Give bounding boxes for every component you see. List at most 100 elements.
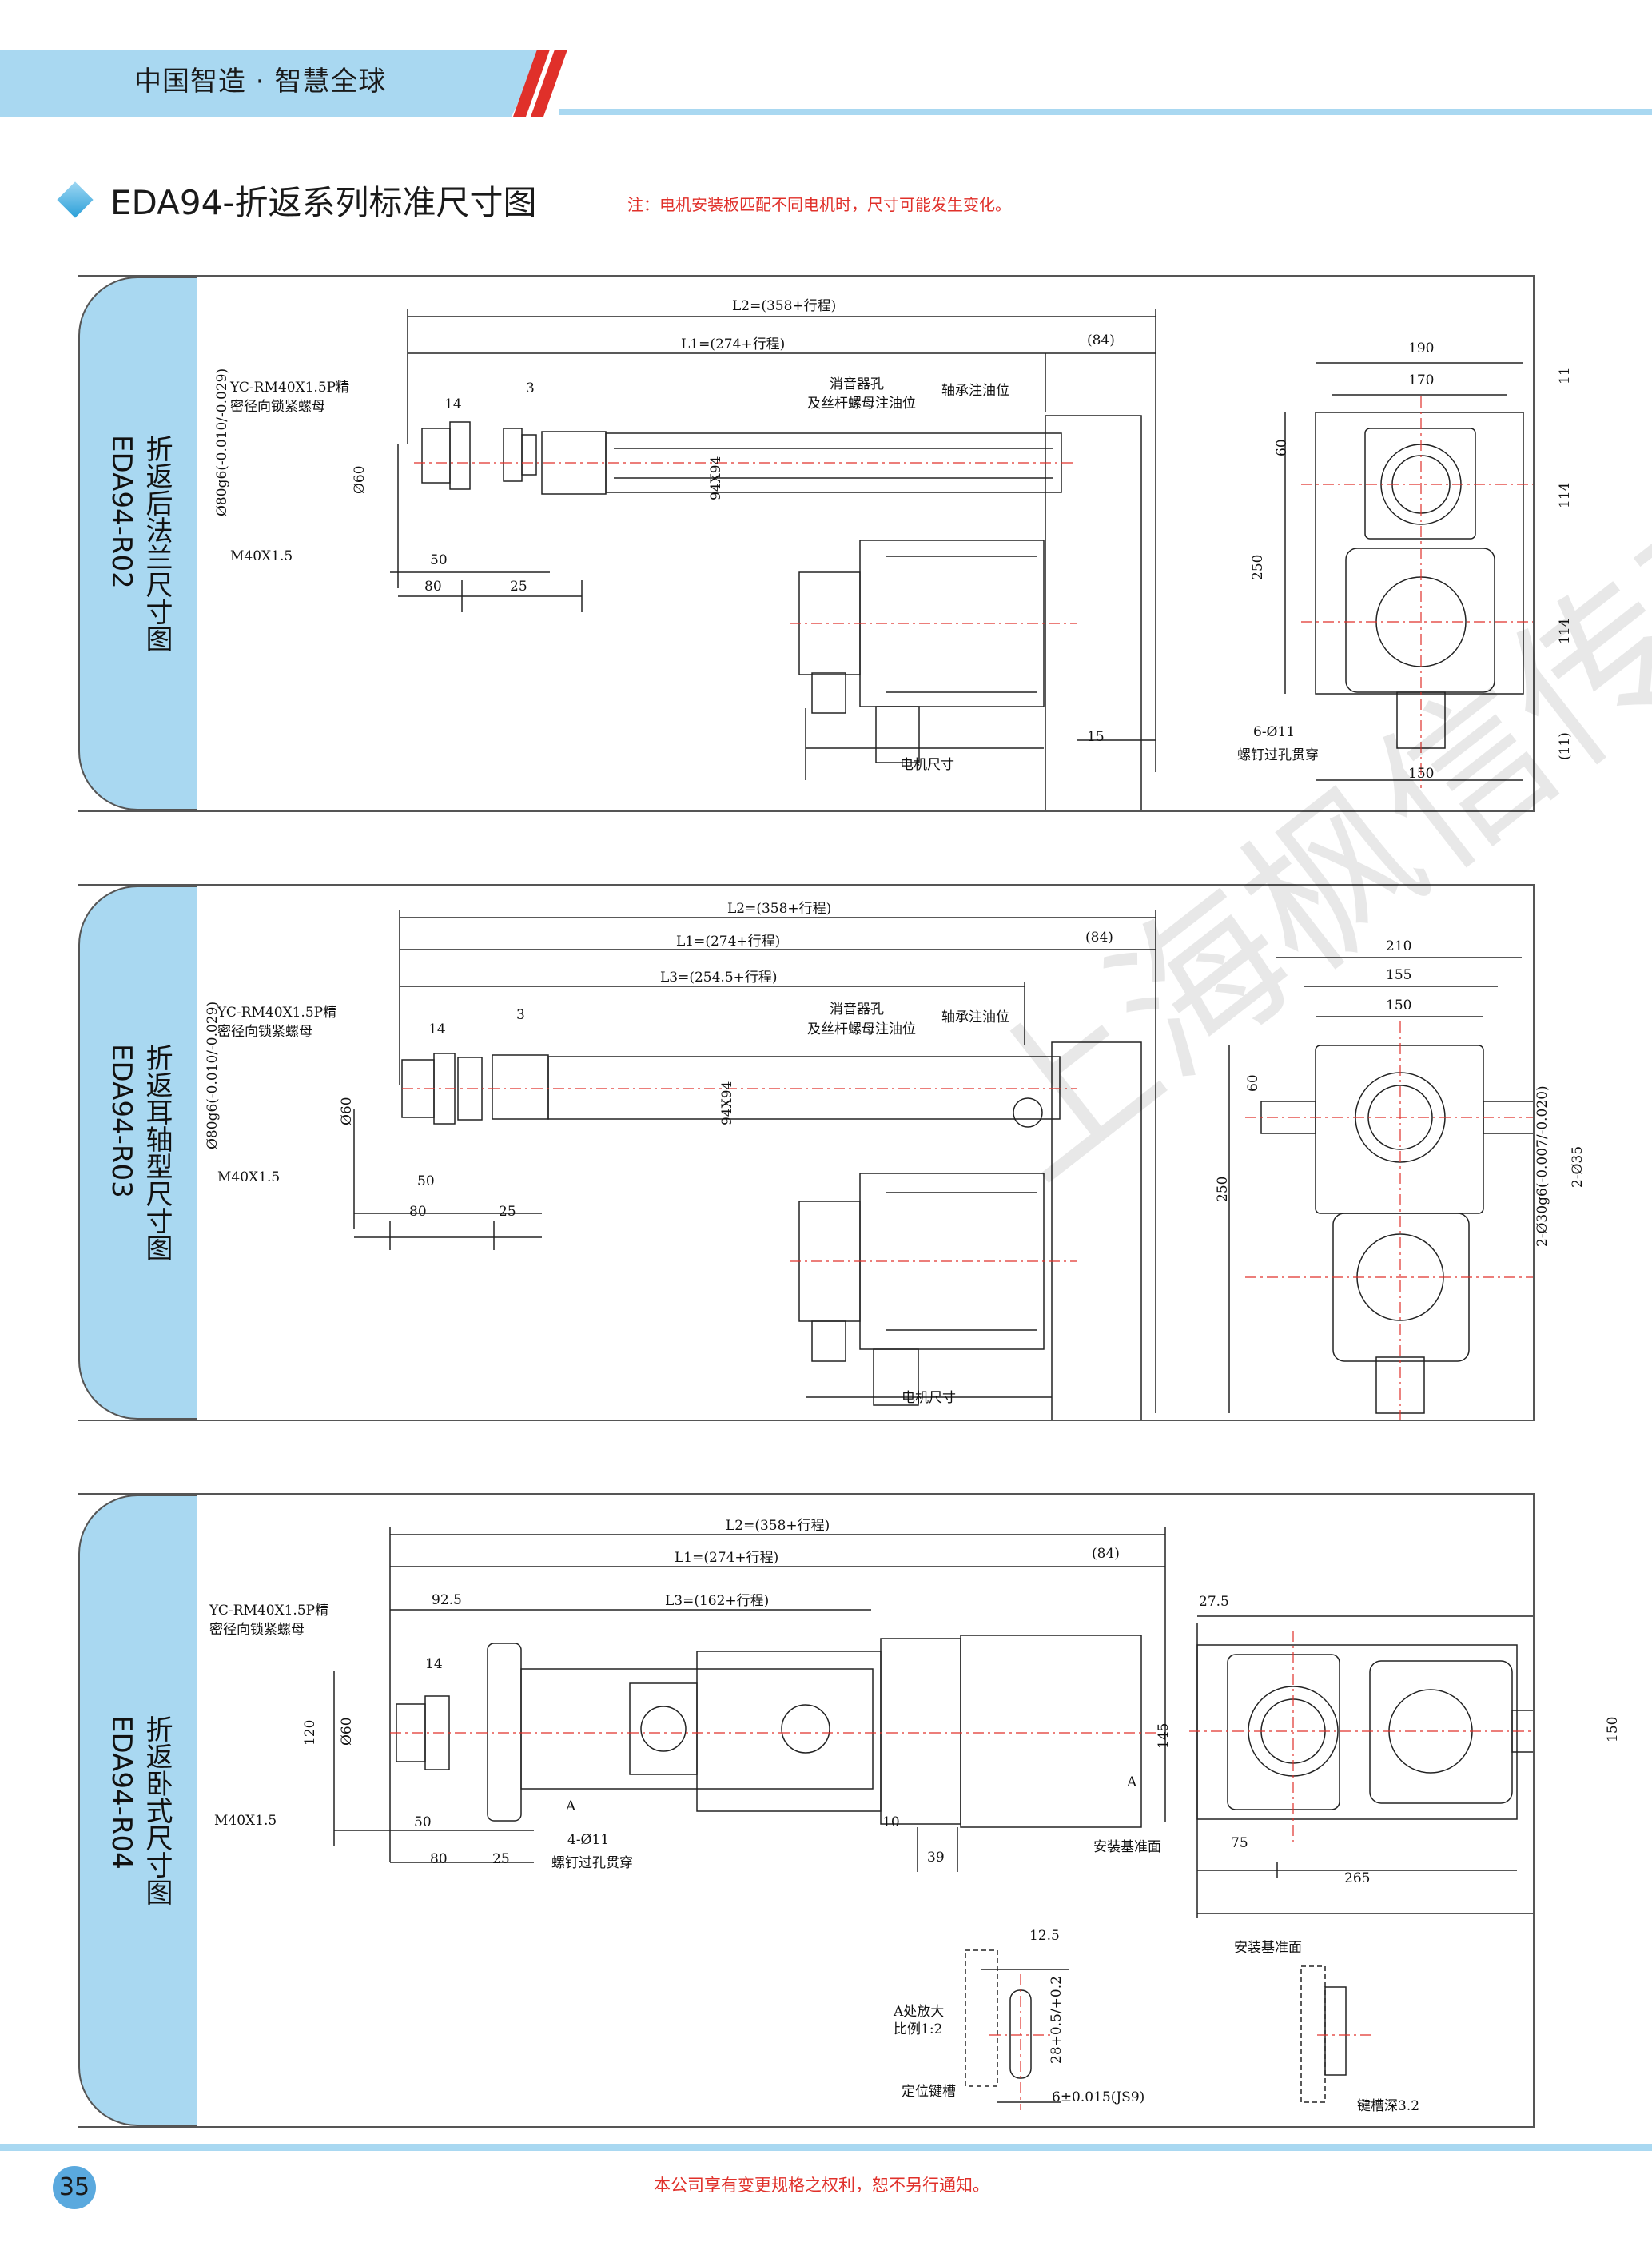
panel-tab-code: EDA94-R03 <box>105 1044 137 1198</box>
dim-label: YC-RM40X1.5P精 <box>209 1603 329 1619</box>
dim-label: 25 <box>492 1851 510 1867</box>
dim-label: L1=(274+行程) <box>681 336 786 352</box>
dim-label: 键槽深3.2 <box>1357 2098 1420 2114</box>
dim-label: 80 <box>430 1851 448 1867</box>
panel-tab-title: 折返卧式尺寸图 <box>141 1715 173 1906</box>
dim-label: M40X1.5 <box>230 548 293 564</box>
dim-label: 14 <box>444 396 462 412</box>
dim-label: 及丝杆螺母注油位 <box>807 396 916 412</box>
dim-label: 3 <box>526 380 535 396</box>
dim-label: 4-Ø11 <box>567 1832 610 1848</box>
dim-label: 150 <box>1386 998 1412 1013</box>
dim-label: 94X94 <box>708 456 724 500</box>
drawing-svg <box>353 910 1533 1420</box>
dim-label: (84) <box>1085 930 1113 946</box>
dim-label: 120 <box>302 1719 318 1746</box>
dim-label: 25 <box>499 1204 516 1220</box>
dim-label: 密径向锁紧螺母 <box>217 1024 312 1040</box>
dim-label: 114 <box>1557 482 1573 508</box>
technical-drawing: L2=(358+行程) L1=(274+行程) (84) 92.5 L3=(16… <box>198 1495 1621 2126</box>
dim-label: L2=(358+行程) <box>726 1518 830 1534</box>
dim-label: L2=(358+行程) <box>732 298 837 314</box>
dim-label: 2-Ø35 <box>1570 1145 1586 1188</box>
dim-label: 螺钉过孔贯穿 <box>1237 747 1319 763</box>
dim-label: 定位键槽 <box>902 2084 956 2100</box>
technical-drawing: L2=(358+行程) L1=(274+行程) (84) YC-RM40X1.5… <box>198 277 1573 810</box>
panel-tab-code: EDA94-R02 <box>105 435 137 589</box>
dim-label: A处放大 <box>894 2004 945 2020</box>
dim-label: Ø60 <box>352 465 368 494</box>
dim-label: 27.5 <box>1199 1594 1229 1610</box>
dim-label: L1=(274+行程) <box>676 934 781 950</box>
dim-label: Ø60 <box>339 1097 355 1125</box>
dim-label: 92.5 <box>432 1592 462 1608</box>
dim-label: 28+0.5/+0.2 <box>1049 1976 1065 2064</box>
section-title: EDA94-折返系列标准尺寸图 <box>110 183 537 222</box>
dim-label: 50 <box>417 1173 435 1189</box>
drawing-svg <box>390 309 1533 810</box>
dim-label: 密径向锁紧螺母 <box>230 399 325 415</box>
dim-label: 14 <box>425 1656 443 1672</box>
dim-label: L3=(162+行程) <box>665 1593 770 1609</box>
dim-label: 170 <box>1408 372 1435 388</box>
dim-label: 安装基准面 <box>1234 1940 1302 1956</box>
dim-label: 265 <box>1344 1870 1371 1886</box>
dim-label: YC-RM40X1.5P精 <box>217 1005 337 1021</box>
dim-label: YC-RM40X1.5P精 <box>230 380 350 396</box>
dim-label: 75 <box>1231 1835 1248 1851</box>
dim-label: 安装基准面 <box>1093 1839 1161 1855</box>
dim-label: 3 <box>516 1007 525 1023</box>
dim-label: 轴承注油位 <box>941 1009 1009 1025</box>
dim-label: 消音器孔 <box>830 1002 884 1017</box>
dim-label: 电机尺寸 <box>900 757 954 773</box>
drawing-svg <box>333 1527 1533 2110</box>
dim-label: 及丝杆螺母注油位 <box>807 1021 916 1037</box>
dim-label: 10 <box>882 1814 900 1830</box>
dim-label: 25 <box>510 579 527 595</box>
panel-tab-code: EDA94-R04 <box>105 1715 137 1870</box>
dim-label: 轴承注油位 <box>941 383 1009 399</box>
dim-label: 60 <box>1274 439 1290 456</box>
dim-label: Ø80g6(-0.010/-0.029) <box>214 368 230 516</box>
dim-label: 螺钉过孔贯穿 <box>551 1855 633 1871</box>
dim-label: Ø60 <box>339 1717 355 1746</box>
dim-label: 80 <box>409 1204 427 1220</box>
dim-label: 15 <box>1087 729 1105 745</box>
diamond-icon <box>57 181 94 218</box>
page-number: 35 <box>53 2166 96 2209</box>
dim-label: 2-Ø30g6(-0.007/-0.020) <box>1535 1085 1550 1247</box>
dim-label: 155 <box>1386 967 1412 983</box>
dim-label: 150 <box>1605 1716 1621 1742</box>
dim-label: 94X94 <box>719 1081 735 1125</box>
dim-label: 145 <box>1156 1722 1172 1749</box>
panel-tab-title: 折返后法兰尺寸图 <box>141 435 173 652</box>
dim-label: A <box>1127 1774 1137 1790</box>
section-note: 注：电机安装板匹配不同电机时，尺寸可能发生变化。 <box>627 195 1011 214</box>
dim-label: 14 <box>428 1021 446 1037</box>
dim-label: (84) <box>1092 1546 1120 1562</box>
dim-label: 密径向锁紧螺母 <box>209 1622 305 1638</box>
dim-label: 6-Ø11 <box>1253 724 1296 740</box>
dim-label: 电机尺寸 <box>902 1390 956 1406</box>
dim-label: M40X1.5 <box>217 1169 281 1185</box>
dim-label: M40X1.5 <box>214 1813 277 1829</box>
dim-label: 250 <box>1250 554 1266 580</box>
dim-label: 250 <box>1215 1176 1231 1202</box>
dim-label: A <box>566 1798 576 1814</box>
dim-label: 39 <box>927 1850 945 1866</box>
dim-label: 50 <box>414 1814 432 1830</box>
dim-label: 210 <box>1386 938 1412 954</box>
dim-label: 比例1:2 <box>894 2021 943 2037</box>
dim-label: L3=(254.5+行程) <box>660 970 778 986</box>
dim-label: 6±0.015(JS9) <box>1052 2089 1145 2105</box>
dim-label: 150 <box>1408 766 1435 782</box>
